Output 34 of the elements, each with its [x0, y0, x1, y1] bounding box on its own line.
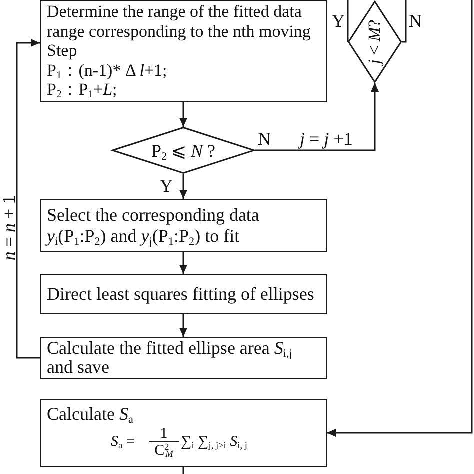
step-text: Select the corresponding data y$_{i}$(P$_{1}$:P$_{2}$) and y$_{j}$(P$_{1}$:P$_{2}$) to fit — [47, 204, 260, 246]
formula-numerator: 1 — [159, 425, 169, 443]
increment-label: j = j +1 — [300, 130, 353, 148]
edge-label: Y — [160, 177, 173, 195]
formula-text: S$_{a}$ = — [111, 433, 135, 451]
edge-label: N — [258, 130, 271, 148]
arrow — [255, 83, 380, 152]
arrow — [327, 0, 473, 438]
arrow — [179, 252, 188, 274]
arrow — [179, 174, 188, 199]
arrow — [179, 314, 188, 337]
arrow — [179, 102, 188, 127]
edge-label: n = n + 1 — [0, 195, 18, 261]
process-box — [40, 0, 327, 102]
step-text: Calculate the fitted ellipse area S$_{i,j}$ and save — [47, 339, 294, 377]
connector-line — [182, 467, 184, 474]
process-box — [40, 199, 327, 252]
edge-label: Y — [332, 12, 345, 30]
connector-line — [402, 0, 407, 43]
formula-text: P$_{2}$：P$_{1}$+L; — [47, 80, 118, 100]
arrow — [16, 38, 40, 359]
edge-label: N — [409, 12, 422, 30]
condition-text: j < M? — [365, 20, 385, 64]
formula-text: P$_{1}$：(n-1)* Δ l+1; — [47, 60, 168, 80]
process-box — [40, 399, 327, 467]
decision-diamond — [348, 1, 402, 83]
decision-diamond — [112, 127, 255, 174]
connector-line — [347, 0, 349, 42]
process-box — [40, 337, 327, 379]
formula-text: ∑$_{i}$ ∑$_{j, j>i}$ S$_{i, j}$ — [181, 433, 248, 451]
condition-text: P$_{2}$ ⩽ N ? — [151, 140, 216, 160]
step-text: Direct least squares fitting of ellipses — [47, 284, 316, 304]
step-text: Calculate S$_{a}$ — [47, 404, 134, 425]
process-box — [40, 274, 327, 314]
